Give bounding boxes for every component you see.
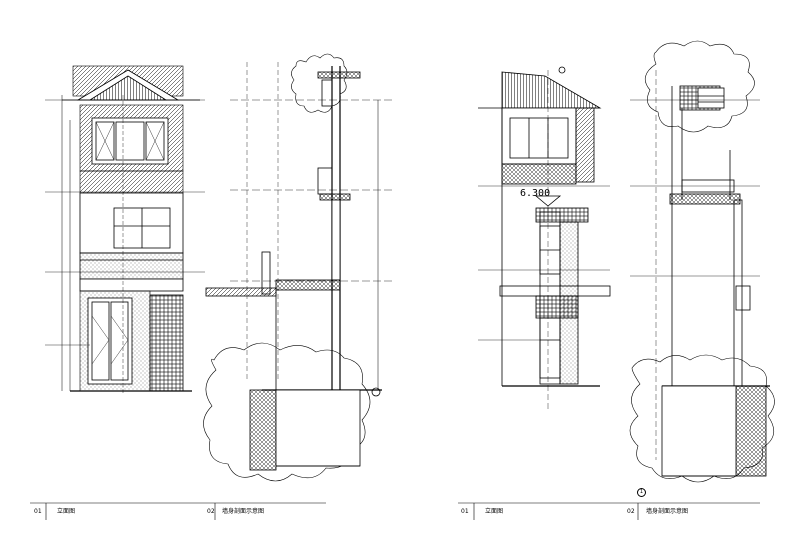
right-elevation (478, 66, 611, 410)
left-section (203, 53, 392, 482)
title-number-left-elevation: 01 (34, 508, 42, 515)
title-name-right-section: 墙身剖面示意图 (646, 508, 689, 515)
title-name-left-elevation: 立面图 (57, 508, 76, 515)
right-section (629, 40, 775, 483)
title-name-right-elevation: 立面图 (485, 508, 504, 515)
title-number-left-section: 02 (207, 508, 215, 515)
title-name-left-section: 墙身剖面示意图 (222, 508, 265, 515)
elevation-mark: 6.300 (520, 188, 551, 199)
title-number-right-section: 02 (627, 508, 635, 515)
detail-mark: 1 (637, 488, 646, 497)
title-number-right-elevation: 01 (461, 508, 469, 515)
title-bars (30, 502, 760, 520)
left-elevation (45, 65, 205, 395)
